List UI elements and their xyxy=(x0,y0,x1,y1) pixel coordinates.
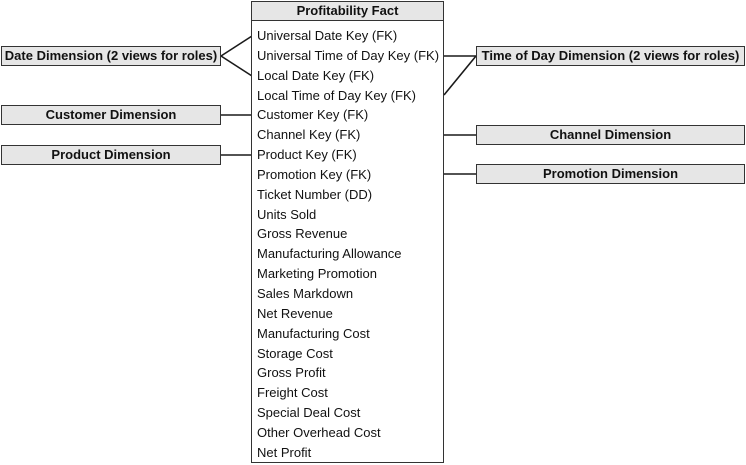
connector-time-local xyxy=(443,55,477,96)
fact-column-gross-revenue: Gross Revenue xyxy=(257,226,348,242)
fact-column-special-deal-cost: Special Deal Cost xyxy=(257,405,361,421)
fact-column-list: Universal Date Key (FK) Universal Time o… xyxy=(252,21,443,463)
fact-column-other-overhead-cost: Other Overhead Cost xyxy=(257,424,381,440)
fact-column-marketing-promotion: Marketing Promotion xyxy=(257,266,377,282)
fact-column-product-key: Product Key (FK) xyxy=(257,147,357,163)
promotion-dimension-box: Promotion Dimension xyxy=(476,164,745,184)
fact-column-promotion-key: Promotion Key (FK) xyxy=(257,166,372,182)
fact-column-freight-cost: Freight Cost xyxy=(257,385,328,401)
fact-column-local-date-key: Local Date Key (FK) xyxy=(257,67,375,83)
fact-column-customer-key: Customer Key (FK) xyxy=(257,107,369,123)
fact-column-net-profit: Net Profit xyxy=(257,444,312,460)
connector-date-universal xyxy=(220,35,253,57)
date-dimension-box: Date Dimension (2 views for roles) xyxy=(1,46,221,66)
channel-dimension-box: Channel Dimension xyxy=(476,125,745,145)
fact-column-storage-cost: Storage Cost xyxy=(257,345,333,361)
fact-column-local-time-of-day-key: Local Time of Day Key (FK) xyxy=(257,87,416,103)
time-of-day-dimension-box: Time of Day Dimension (2 views for roles… xyxy=(476,46,745,66)
fact-column-manufacturing-allowance: Manufacturing Allowance xyxy=(257,246,402,262)
product-dimension-box: Product Dimension xyxy=(1,145,221,165)
profitability-fact-table: Profitability Fact Universal Date Key (F… xyxy=(251,1,444,463)
customer-dimension-box: Customer Dimension xyxy=(1,105,221,125)
connector-date-local xyxy=(220,55,253,77)
fact-column-units-sold: Units Sold xyxy=(257,206,317,222)
fact-column-net-revenue: Net Revenue xyxy=(257,305,333,321)
fact-column-gross-profit: Gross Profit xyxy=(257,365,326,381)
fact-column-universal-time-of-day-key: Universal Time of Day Key (FK) xyxy=(257,47,440,63)
fact-column-ticket-number: Ticket Number (DD) xyxy=(257,186,373,202)
fact-column-channel-key: Channel Key (FK) xyxy=(257,127,361,143)
fact-column-manufacturing-cost: Manufacturing Cost xyxy=(257,325,370,341)
fact-column-sales-markdown: Sales Markdown xyxy=(257,285,354,301)
fact-column-universal-date-key: Universal Date Key (FK) xyxy=(257,28,398,43)
fact-table-title: Profitability Fact xyxy=(252,2,443,21)
